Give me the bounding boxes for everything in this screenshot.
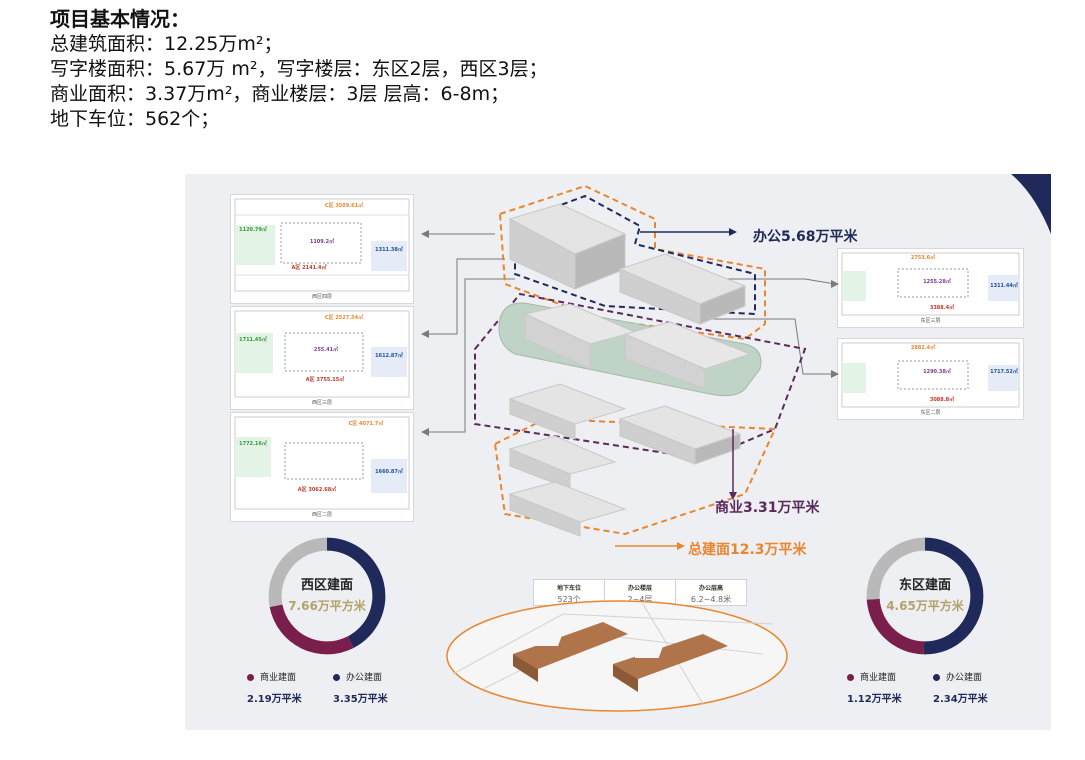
plan-caption: 东区三层	[920, 318, 941, 324]
floor-plan-lines	[234, 310, 410, 398]
office-segment	[327, 537, 386, 648]
area-label: 1311.44㎡	[990, 283, 1018, 289]
stat-parking: 地下车位 523个	[534, 580, 605, 605]
east-office-value: 2.34万平米	[933, 694, 988, 705]
plan-caption: 东区二层	[920, 410, 941, 416]
area-label: 1290.38㎡	[923, 369, 951, 375]
floor-plan-lines	[841, 342, 1020, 408]
area-label: C区 2527.54㎡	[324, 315, 364, 321]
area-label: 1660.87㎡	[375, 469, 403, 475]
east-floor-plan-2: 2882.4㎡ 1290.38㎡ 1717.52㎡ 3088.8㎡ 东区二层	[837, 338, 1024, 420]
west-donut-title: 西区建面	[300, 578, 353, 593]
area-label: 3088.8㎡	[929, 397, 955, 403]
east-donut-total: 4.65万平方米	[886, 599, 964, 613]
area-label: C区 3509.61㎡	[324, 203, 364, 209]
area-label: 1109.2㎡	[309, 239, 335, 245]
commercial-swatch-icon	[847, 674, 854, 681]
west-donut-total: 7.66万平方米	[288, 599, 366, 613]
east-floor-plan-3: 2753.6㎡ 1255.28㎡ 1311.44㎡ 3388.4㎡ 东区三层	[837, 248, 1024, 328]
commercial-area-callout: 商业3.31万平米	[715, 500, 820, 516]
east-donut-title: 东区建面	[898, 578, 951, 593]
commercial-segment	[269, 604, 354, 655]
west-donut-legend-commercial: 商业建面	[247, 670, 296, 683]
legend-label: 商业建面	[260, 673, 297, 683]
project-overview: 项目基本情况： 总建筑面积：12.25万m²； 写字楼面积：5.67万 m²，写…	[50, 6, 750, 132]
east-donut-legend-office: 办公建面	[933, 670, 982, 683]
area-label: 2753.6㎡	[910, 255, 936, 261]
plan-caption: 西区四层	[311, 294, 332, 300]
east-donut-chart	[866, 537, 984, 655]
corner-decoration	[1011, 174, 1051, 234]
other-segment	[268, 537, 327, 607]
west-floor-plan-2: C区 4071.7㎡ 1772.16㎡ A区 3062.68㎡ 1660.87㎡…	[230, 412, 414, 522]
overview-line-total-area: 总建筑面积：12.25万m²；	[50, 33, 283, 55]
stat-office-floors: 办公楼层 2~4层	[605, 580, 676, 605]
legend-label: 商业建面	[860, 673, 897, 683]
east-commercial-value: 1.12万平米	[847, 694, 902, 705]
overview-line-office: 写字楼面积：5.67万 m²，写字楼层：东区2层，西区3层；	[50, 58, 548, 80]
overview-line-parking: 地下车位：562个；	[50, 108, 220, 130]
floor-plan-lines	[234, 416, 410, 510]
west-donut-legend-office: 办公建面	[333, 670, 382, 683]
west-office-value: 3.35万平米	[333, 694, 388, 705]
total-area-callout: 总建面12.3万平米	[688, 542, 807, 558]
overview-heading: 项目基本情况：	[50, 7, 190, 31]
stat-value: 2~4层	[627, 595, 653, 604]
area-label: A区 2141.4㎡	[291, 265, 327, 271]
stat-label: 办公楼层	[627, 585, 652, 592]
area-label: 1711.45㎡	[239, 337, 267, 343]
plan-caption: 西区二层	[311, 512, 332, 518]
east-donut-legend-commercial: 商业建面	[847, 670, 896, 683]
floor-plan-lines	[841, 252, 1020, 316]
west-donut-chart	[268, 537, 386, 655]
west-floor-plan-3: C区 2527.54㎡ 1711.45㎡ 255.41㎡ A区 3755.15㎡…	[230, 306, 414, 410]
office-swatch-icon	[933, 674, 940, 681]
overview-line-commercial: 商业面积：3.37万m²，商业楼层：3层 层高：6-8m；	[50, 83, 510, 105]
office-segment	[923, 537, 984, 655]
other-segment	[866, 537, 925, 600]
area-label: 255.41㎡	[313, 347, 339, 353]
area-label: A区 3755.15㎡	[305, 377, 345, 383]
office-area-callout: 办公5.68万平米	[753, 229, 858, 245]
stat-label: 办公层高	[698, 585, 723, 592]
west-floor-plan-4: C区 3509.61㎡ 1120.79㎡ 1109.2㎡ A区 2141.4㎡ …	[230, 194, 414, 304]
site-aerial-rendering	[446, 600, 788, 712]
building-diagram-panel: C区 3509.61㎡ 1120.79㎡ 1109.2㎡ A区 2141.4㎡ …	[185, 174, 1051, 730]
west-commercial-value: 2.19万平米	[247, 694, 302, 705]
area-label: C区 4071.7㎡	[348, 421, 384, 427]
area-label: 1612.87㎡	[375, 353, 403, 359]
commercial-swatch-icon	[247, 674, 254, 681]
stat-label: 地下车位	[556, 585, 581, 592]
area-label: 2882.4㎡	[910, 345, 936, 351]
area-label: 1717.52㎡	[990, 369, 1018, 375]
area-label: A区 3062.68㎡	[297, 487, 337, 493]
legend-label: 办公建面	[946, 673, 983, 683]
area-label: 1772.16㎡	[239, 441, 267, 447]
area-label: 1255.28㎡	[923, 279, 951, 285]
area-label: 1120.79㎡	[239, 227, 267, 233]
massing-diagram	[421, 184, 839, 550]
plan-caption: 西区三层	[311, 400, 332, 406]
area-label: 1311.38㎡	[375, 247, 403, 253]
office-swatch-icon	[333, 674, 340, 681]
stat-office-height: 办公层高 6.2~4.8米	[676, 580, 746, 605]
stat-value: 6.2~4.8米	[690, 595, 732, 604]
commercial-segment	[866, 598, 925, 655]
legend-label: 办公建面	[346, 673, 383, 683]
area-label: 3388.4㎡	[929, 305, 955, 311]
floor-plan-lines	[234, 198, 410, 292]
stat-value: 523个	[557, 595, 581, 604]
